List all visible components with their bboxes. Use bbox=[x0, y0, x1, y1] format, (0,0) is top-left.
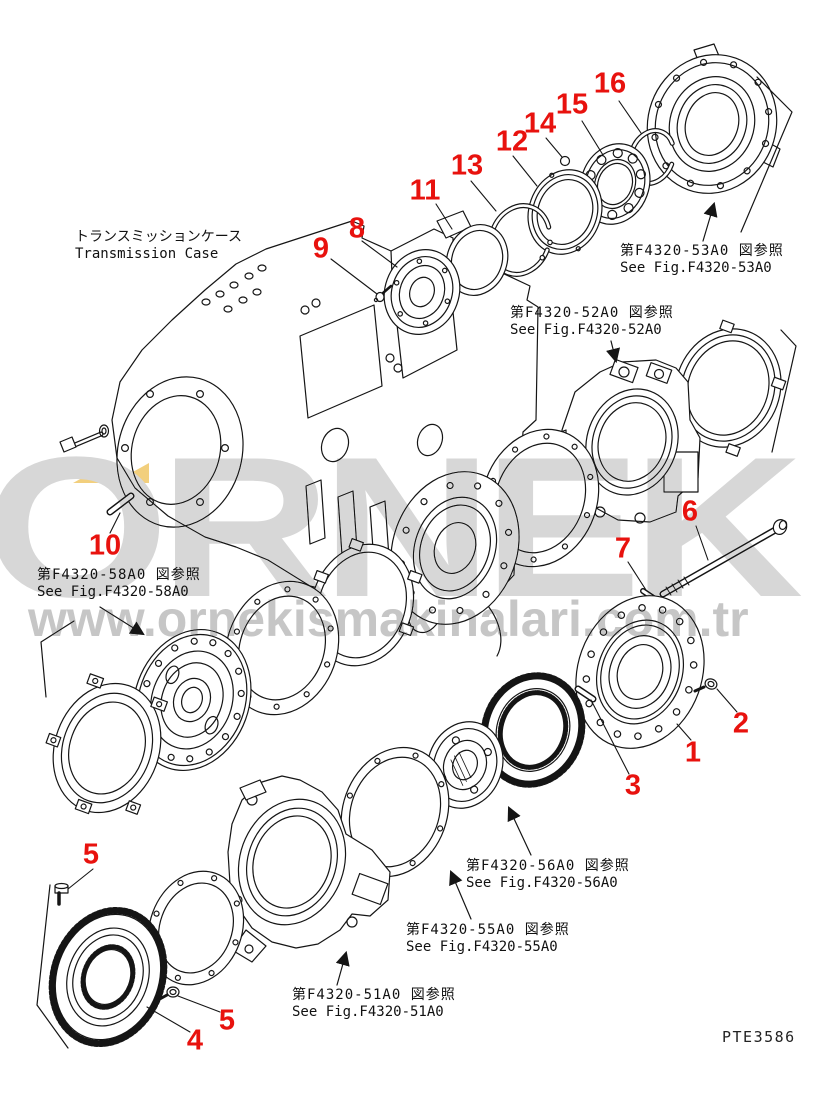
bolt-9 bbox=[373, 284, 393, 303]
plate-left3 bbox=[224, 580, 340, 716]
clutch-disc-4 bbox=[48, 906, 168, 1048]
ref-label-arrows bbox=[99, 201, 718, 986]
bolt-5a bbox=[54, 882, 69, 906]
pressure-ring-left1 bbox=[45, 673, 169, 815]
converter-disc-58a0 bbox=[132, 628, 252, 772]
ring-gear-12 bbox=[527, 169, 603, 255]
frame-bracket-bottom-left bbox=[36, 884, 69, 1049]
clutch-case-51a0 bbox=[227, 775, 391, 963]
drive-plate-1 bbox=[575, 595, 705, 749]
callout-leader-lines bbox=[67, 100, 738, 1033]
frame-bracket-top-right bbox=[740, 76, 793, 233]
seal-ring-11 bbox=[436, 210, 509, 296]
clutch-drum-mid bbox=[390, 471, 520, 625]
frame-bracket-left-top bbox=[40, 620, 75, 698]
hub-8 bbox=[383, 249, 461, 335]
pin-3 bbox=[574, 685, 597, 703]
long-bolt-6 bbox=[659, 519, 788, 598]
gear-ring-52a0-side bbox=[662, 319, 787, 457]
steel-ball-14 bbox=[559, 155, 571, 167]
case-mount-bolt bbox=[59, 424, 110, 453]
gasket-ring-bl bbox=[147, 870, 245, 986]
bolt-5b bbox=[156, 986, 180, 1002]
housing-cover-53a0 bbox=[646, 43, 781, 194]
frame-bracket-mid-right bbox=[771, 329, 797, 453]
case-top-holes bbox=[201, 264, 267, 313]
ring-gear-56a0 bbox=[480, 672, 586, 788]
dowel-pin-10 bbox=[106, 492, 135, 516]
bolt-2 bbox=[693, 678, 718, 693]
